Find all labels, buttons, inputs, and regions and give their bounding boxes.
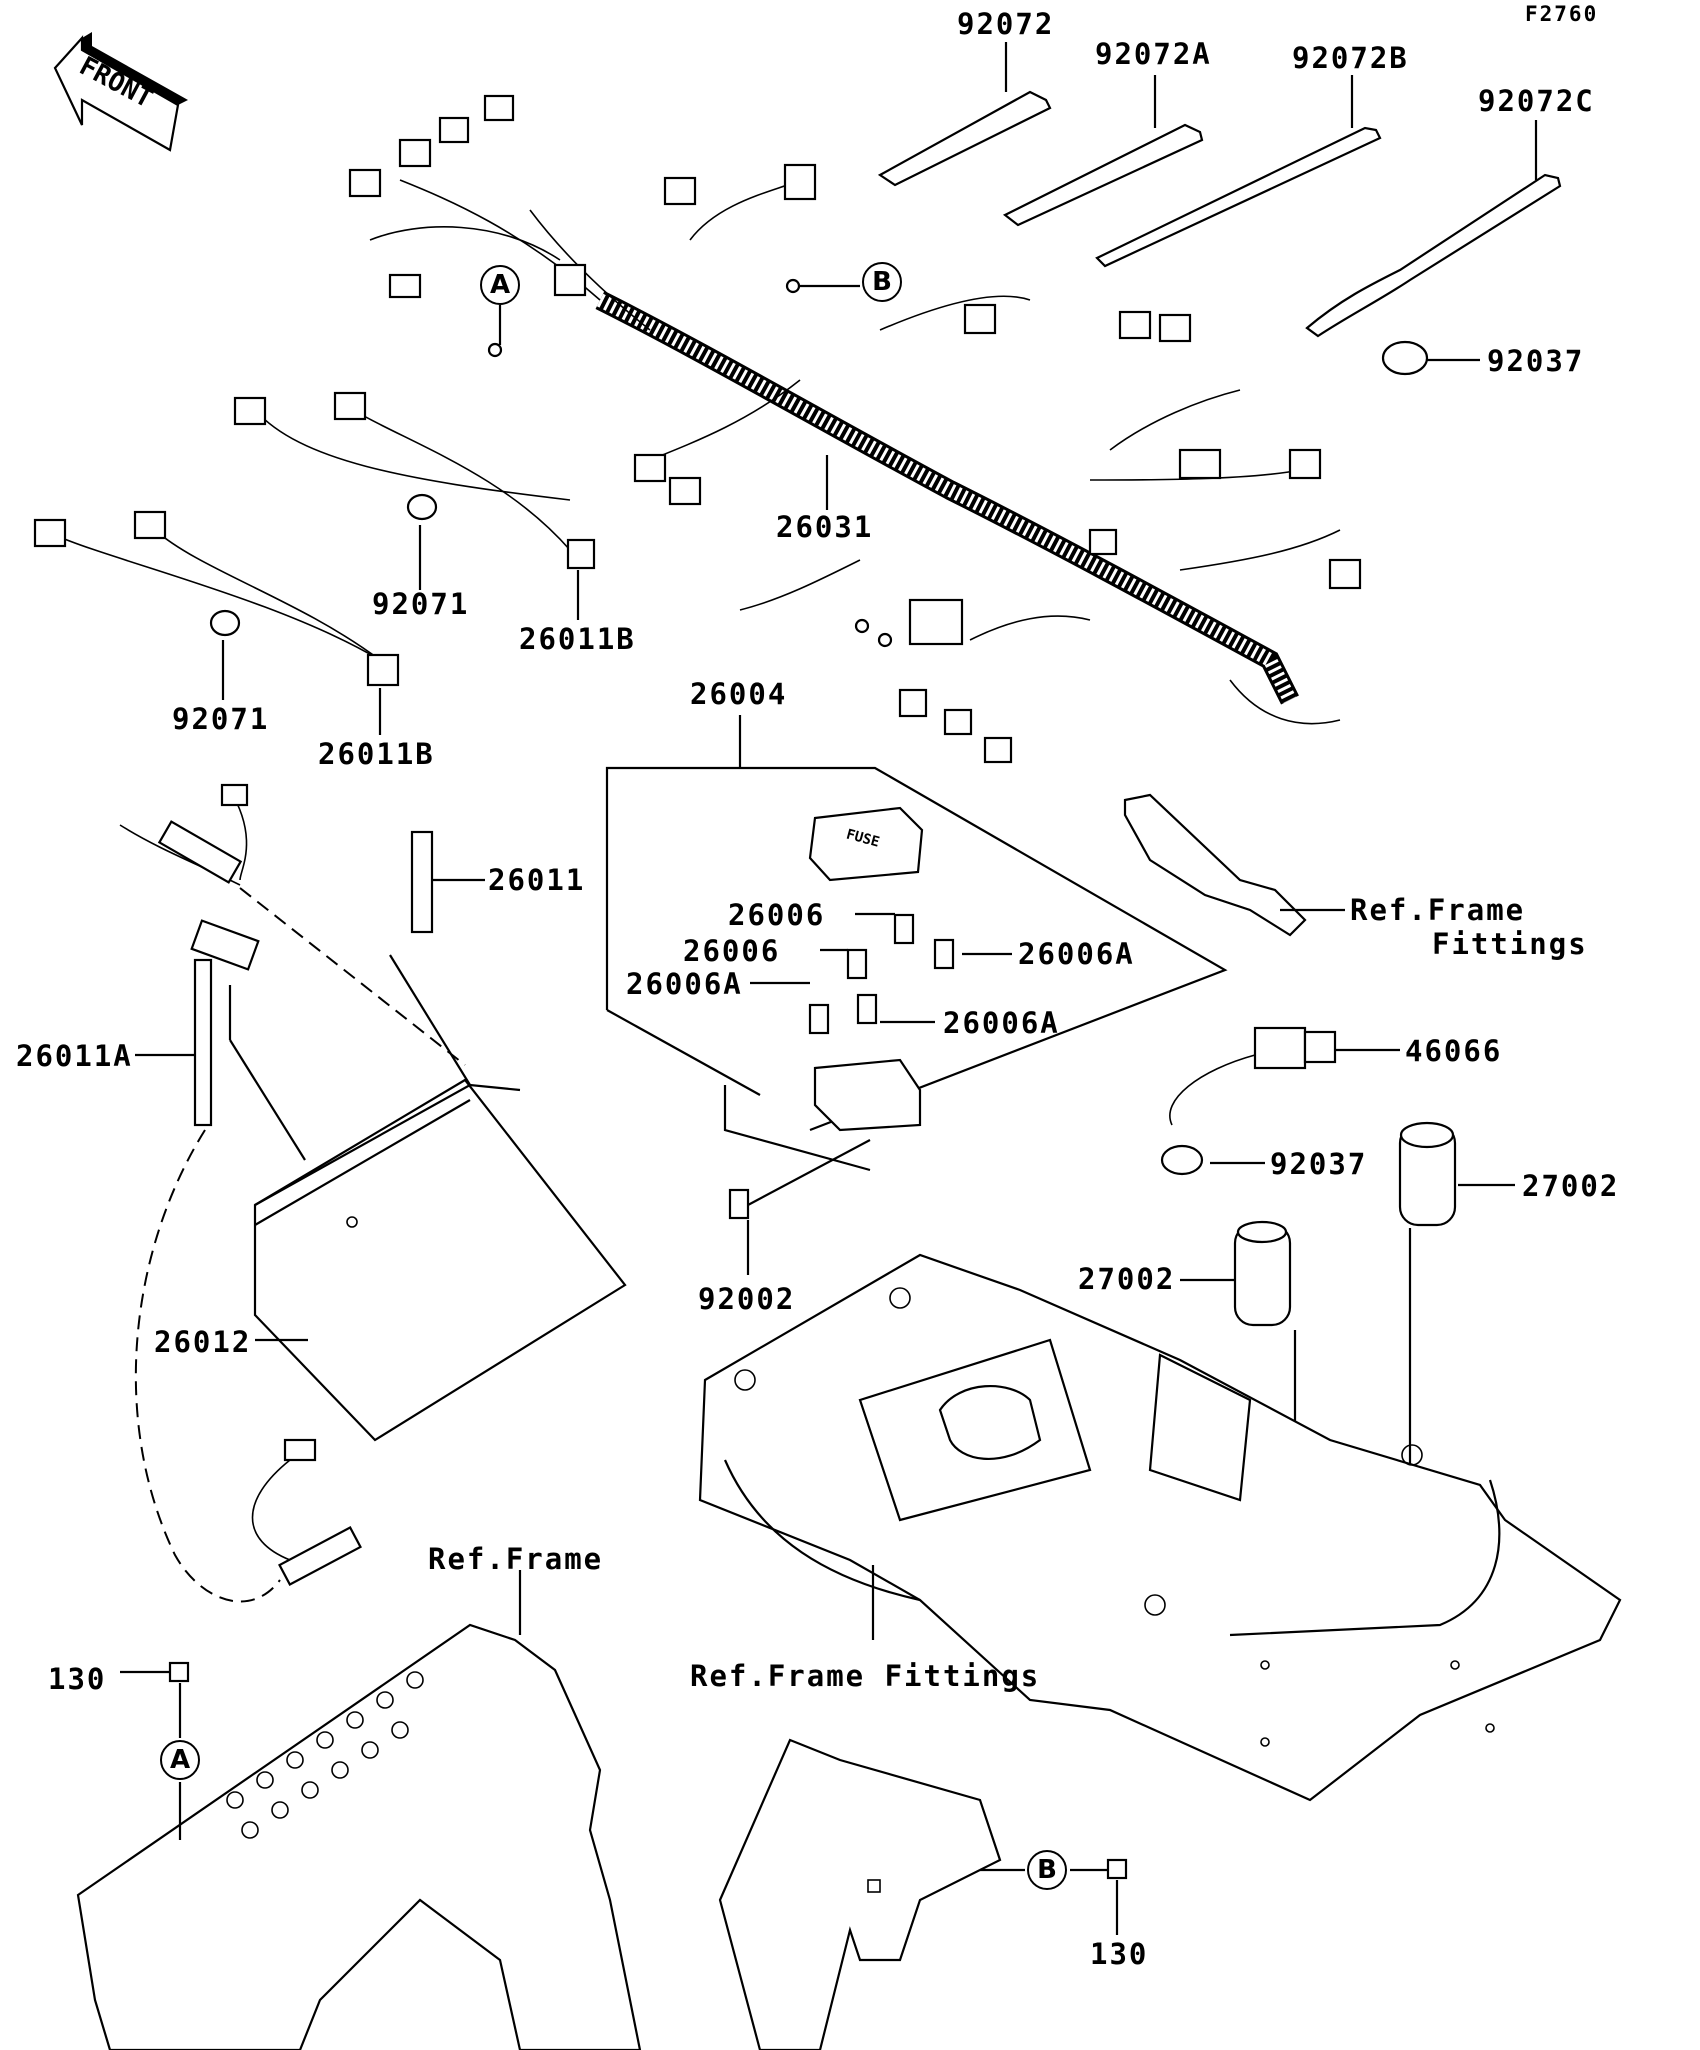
callout-a-text: A [489,270,511,300]
figure-code: F2760 [1525,2,1599,26]
callout-b-text: B [872,267,892,297]
bolt-130-left [168,1661,190,1683]
label-92037-mid: 92037 [1270,1147,1368,1181]
label-ref-frame-fittings-1: Ref.Frame [1350,893,1526,927]
callout-b-text: B [1037,1855,1057,1885]
label-26011: 26011 [488,863,586,897]
cable-tie-92072A [1002,123,1204,227]
ground-cable [251,1438,362,1586]
callout-a-top: A [480,265,520,305]
label-27002-a: 27002 [1522,1169,1620,1203]
label-ref-frame-fittings-2: Fittings [1432,927,1588,961]
label-ref-frame: Ref.Frame [428,1542,604,1576]
cable-tie-92072 [877,90,1052,187]
label-26006-a: 26006 [728,898,826,932]
label-26004: 26004 [690,677,788,711]
front-arrow-icon: FRONT [53,32,188,152]
label-92072C: 92072C [1478,84,1595,118]
label-26006A-b: 26006A [626,967,743,1001]
label-92002: 92002 [698,1282,796,1316]
callout-a-text: A [169,1745,191,1775]
label-92037-top: 92037 [1487,344,1585,378]
label-26031: 26031 [776,510,874,544]
battery-cable-26011A [134,919,306,1603]
clamp-92037-mid [1160,1144,1204,1176]
battery-26012 [253,1078,627,1442]
main-harness-26031 [348,94,1362,764]
callout-a-bottom: A [160,1740,200,1780]
label-92072: 92072 [957,7,1055,41]
label-26012: 26012 [154,1325,252,1359]
bolt-92002 [728,1139,871,1275]
battery-cable-26011 [119,783,485,1086]
label-26011B-a: 26011B [519,622,636,656]
label-26011B-b: 26011B [318,737,435,771]
label-92072B: 92072B [1292,41,1409,75]
connector-46066 [1169,1026,1400,1126]
fuse-box-assembly-26004: FUSE [605,715,1228,1172]
label-130-b: 130 [1090,1937,1149,1971]
sub-harness-26011B-lower [33,510,400,687]
label-27002-b: 27002 [1078,1262,1176,1296]
bracket-ref-frame-fittings [1123,793,1345,937]
label-26006A-a: 26006A [1018,937,1135,971]
label-92071-b: 92071 [172,702,270,736]
bolt-130-right [1106,1858,1128,1880]
frame-ref [76,1570,1002,2050]
label-26006A-c: 26006A [943,1006,1060,1040]
label-92072A: 92072A [1095,37,1212,71]
label-130-a: 130 [48,1662,107,1696]
label-26011A: 26011A [16,1039,133,1073]
sub-harness-26011B-upper [233,391,596,570]
label-92071-a: 92071 [372,587,470,621]
label-ref-frame-fittings-bottom: Ref.Frame Fittings [690,1659,1041,1693]
cable-tie-92072C [1305,173,1562,338]
callout-b-top: B [862,262,902,302]
callout-b-bottom: B [1027,1850,1067,1890]
cable-tie-92072B [1095,126,1382,268]
label-46066: 46066 [1405,1034,1503,1068]
battery-tray-ref-frame-fittings [698,1253,1622,1802]
label-26006-b: 26006 [683,934,781,968]
